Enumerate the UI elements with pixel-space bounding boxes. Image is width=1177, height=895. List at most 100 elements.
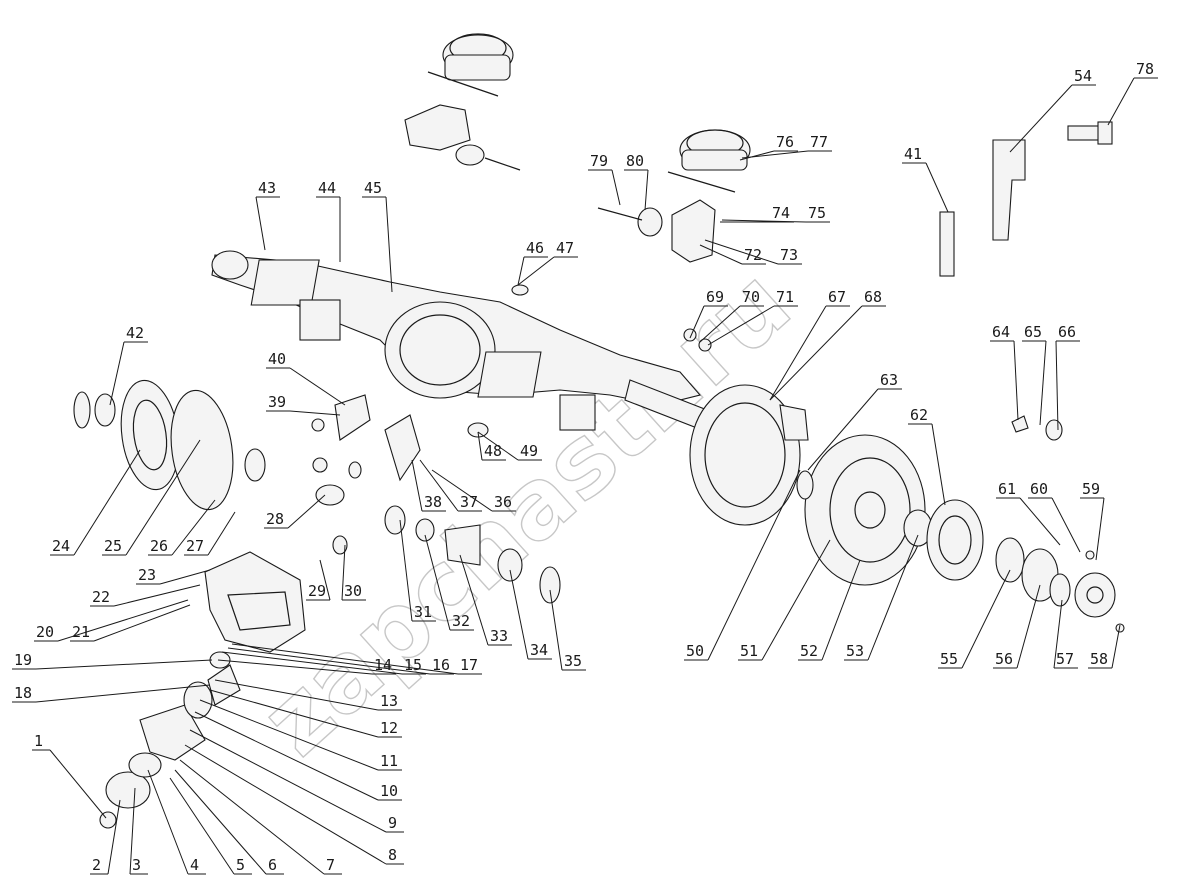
callout-label: 19 bbox=[14, 651, 32, 669]
callout-leader bbox=[699, 244, 743, 265]
callout-label: 12 bbox=[380, 719, 398, 737]
callout-52: 52 bbox=[798, 559, 861, 661]
callout-leader bbox=[1111, 624, 1121, 669]
callout-leader bbox=[411, 459, 423, 512]
callout-51: 51 bbox=[738, 539, 831, 661]
callout-41: 41 bbox=[902, 145, 949, 213]
callout-leader bbox=[821, 559, 861, 661]
callout-61: 61 bbox=[996, 480, 1061, 546]
callout-leader bbox=[341, 544, 346, 601]
callout-68: 68 bbox=[769, 288, 886, 401]
callout-label: 1 bbox=[34, 732, 43, 750]
callout-label: 39 bbox=[268, 393, 286, 411]
callout-17: 17 bbox=[231, 643, 482, 675]
callout-label: 3 bbox=[132, 856, 141, 874]
callout-label: 60 bbox=[1030, 480, 1048, 498]
callout-label: 41 bbox=[904, 145, 922, 163]
upper-brake-chamber-assembly bbox=[404, 33, 521, 171]
callout-leader bbox=[399, 519, 413, 622]
callout-label: 61 bbox=[998, 480, 1016, 498]
half-shaft-and-brake bbox=[624, 328, 809, 526]
callout-35: 35 bbox=[549, 589, 586, 671]
callout-leader bbox=[961, 569, 1011, 669]
callout-65: 65 bbox=[1022, 323, 1047, 426]
callout-leader bbox=[93, 604, 191, 642]
callout-39: 39 bbox=[266, 393, 341, 416]
callout-leader bbox=[1013, 340, 1019, 421]
callout-leader bbox=[721, 219, 807, 223]
callout-label: 5 bbox=[236, 856, 245, 874]
callout-leader bbox=[169, 777, 235, 875]
pinion-input-stack bbox=[99, 651, 241, 829]
callout-label: 36 bbox=[494, 493, 512, 511]
callout-label: 9 bbox=[388, 814, 397, 832]
right-brake-chamber-assembly bbox=[597, 129, 751, 263]
callout-leader bbox=[549, 589, 563, 671]
wheel-hub-assembly bbox=[903, 415, 1125, 633]
callout-55: 55 bbox=[938, 569, 1011, 669]
callout-leader bbox=[761, 539, 831, 661]
callout-38: 38 bbox=[411, 459, 446, 512]
callout-leader bbox=[1016, 584, 1041, 669]
callout-leader bbox=[1051, 497, 1081, 553]
callout-5: 5 bbox=[169, 777, 252, 875]
callout-leader bbox=[867, 534, 919, 661]
callout-leader bbox=[419, 459, 459, 512]
callout-label: 2 bbox=[92, 856, 101, 874]
callout-leader bbox=[1009, 84, 1073, 153]
callout-label: 7 bbox=[326, 856, 335, 874]
callout-leader bbox=[1053, 599, 1063, 669]
callout-label: 28 bbox=[266, 510, 284, 528]
callout-33: 33 bbox=[459, 554, 512, 646]
callout-label: 37 bbox=[460, 493, 478, 511]
callout-leader bbox=[289, 410, 341, 416]
callout-46: 46 bbox=[517, 239, 548, 286]
callout-6: 6 bbox=[174, 769, 284, 875]
callout-leader bbox=[227, 647, 431, 675]
callout-label: 44 bbox=[318, 179, 336, 197]
callout-leader bbox=[209, 689, 379, 738]
callout-leader bbox=[707, 305, 775, 346]
callout-leader bbox=[214, 679, 379, 711]
callout-label: 50 bbox=[686, 642, 704, 660]
callout-label: 48 bbox=[484, 442, 502, 460]
callout-label: 58 bbox=[1090, 650, 1108, 668]
callout-leader bbox=[689, 305, 705, 339]
callout-label: 17 bbox=[460, 656, 478, 674]
callout-58: 58 bbox=[1088, 624, 1121, 669]
callout-28: 28 bbox=[264, 494, 326, 529]
callout-32: 32 bbox=[424, 534, 474, 631]
callout-label: 79 bbox=[590, 152, 608, 170]
callout-label: 53 bbox=[846, 642, 864, 660]
callout-leader bbox=[424, 534, 451, 631]
callout-label: 56 bbox=[995, 650, 1013, 668]
callout-label: 8 bbox=[388, 846, 397, 864]
callout-label: 38 bbox=[424, 493, 442, 511]
callout-45: 45 bbox=[362, 179, 393, 293]
callout-leader bbox=[385, 196, 393, 293]
callout-49: 49 bbox=[477, 431, 542, 461]
callout-label: 6 bbox=[268, 856, 277, 874]
callout-leader bbox=[707, 469, 801, 661]
callout-leader bbox=[699, 305, 741, 343]
callout-label: 13 bbox=[380, 692, 398, 710]
callout-13: 13 bbox=[214, 679, 402, 711]
callout-label: 23 bbox=[138, 566, 156, 584]
callout-63: 63 bbox=[807, 371, 902, 471]
callout-leader bbox=[35, 659, 213, 670]
callout-34: 34 bbox=[509, 569, 552, 660]
callout-leader bbox=[931, 423, 946, 506]
callout-leader bbox=[207, 511, 236, 556]
callout-leader bbox=[704, 239, 779, 265]
callout-15: 15 bbox=[221, 651, 426, 675]
callout-label: 10 bbox=[380, 782, 398, 800]
callout-leader bbox=[1019, 497, 1061, 546]
callout-label: 73 bbox=[780, 246, 798, 264]
callout-label: 32 bbox=[452, 612, 470, 630]
callout-leader bbox=[1039, 340, 1047, 426]
callout-leader bbox=[217, 659, 373, 675]
callout-label: 70 bbox=[742, 288, 760, 306]
callout-leader bbox=[517, 256, 555, 286]
callout-label: 62 bbox=[910, 406, 928, 424]
